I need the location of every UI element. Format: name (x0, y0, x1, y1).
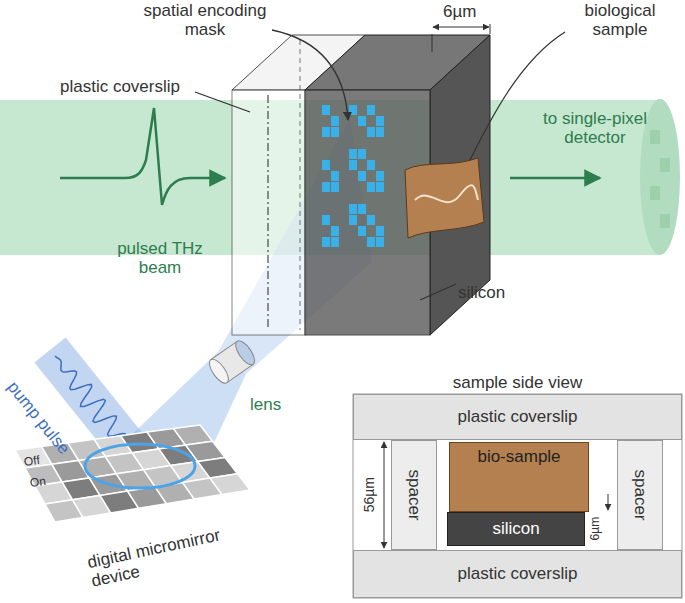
layer-box: plastic coverslip (353, 394, 682, 440)
layer-label: plastic coverslip (458, 407, 578, 427)
dimension-arrow (433, 27, 489, 28)
layer-box: bio-sample (449, 442, 589, 512)
layer-label: silicon (492, 519, 539, 539)
leader-line (470, 32, 565, 160)
thz-pulse (60, 108, 225, 205)
dimension-arrow (608, 494, 609, 510)
pump-label: pump pulse (3, 378, 73, 458)
dim-tick (432, 34, 433, 52)
state-label: On (29, 475, 47, 490)
beam-arrow (510, 177, 600, 180)
encoded-beam-pattern (650, 130, 670, 228)
callout-label: spatial encoding mask (130, 2, 280, 39)
coverslip-front (232, 90, 305, 335)
layer-box: spacer (391, 440, 437, 550)
leader-line (195, 92, 250, 112)
lens (206, 338, 258, 386)
inset-panel: sample side view plastic coverslip spacer b… (353, 372, 682, 598)
sample-structure (415, 185, 478, 202)
leader-line (272, 30, 348, 120)
dimension-label: 56µm (362, 477, 377, 512)
layer-label: plastic coverslip (458, 564, 578, 584)
inset-frame (353, 394, 682, 598)
dimension-label: 6µm (589, 517, 602, 541)
state-label: Off (23, 454, 40, 469)
lens-label: lens (250, 396, 281, 415)
layer-box: spacer (617, 440, 663, 550)
layer-label: spacer (630, 469, 650, 520)
device-label: digital micromirror device (85, 521, 254, 592)
layer-label: bio-sample (477, 447, 560, 467)
callout-label: silicon (458, 284, 505, 303)
beam-label: pulsed THz beam (95, 240, 225, 277)
light-cone (95, 352, 246, 470)
dimension-arrow (384, 442, 385, 548)
spatial-encoding-mask (322, 105, 384, 247)
layer-box: plastic coverslip (353, 550, 682, 598)
panel-heading: sample side view (353, 373, 682, 393)
layer-label: spacer (404, 469, 424, 520)
biological-sample (405, 158, 484, 238)
pump-spot (85, 444, 195, 488)
hidden-edge (300, 40, 301, 330)
layer-box: silicon (447, 512, 585, 546)
dim-tick (490, 24, 491, 34)
leader-line (420, 284, 456, 300)
beam-label: to single-pixel detector (520, 110, 670, 147)
dimension-label: 6µm (443, 3, 476, 22)
callout-label: plastic coverslip (60, 78, 180, 97)
center-line (268, 95, 269, 330)
callout-label: biological sample (565, 2, 675, 39)
